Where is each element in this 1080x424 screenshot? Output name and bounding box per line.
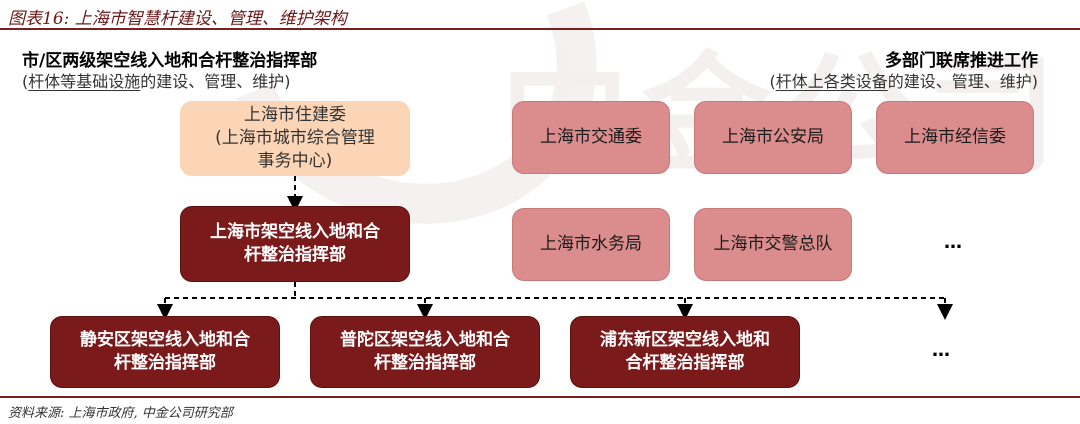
figure-title: 图表16: 上海市智慧杆建设、管理、维护架构 — [8, 9, 347, 29]
node-water-affairs: 上海市水务局 — [512, 208, 670, 281]
node-public-security: 上海市公安局 — [694, 101, 852, 174]
left-header-title: 市/区两级架空线入地和合杆整治指挥部 — [22, 51, 318, 71]
node-economy-it: 上海市经信委 — [876, 101, 1034, 174]
node-pudong-hq: 浦东新区架空线入地和 合杆整治指挥部 — [570, 316, 800, 388]
node-more-departments: … — [944, 232, 962, 253]
right-header-subtitle: (杆体上各类设备的建设、管理、维护) — [769, 72, 1038, 91]
node-traffic-police: 上海市交警总队 — [694, 208, 852, 281]
top-rule — [0, 28, 1080, 30]
right-header-title: 多部门联席推进工作 — [885, 51, 1038, 71]
bottom-rule — [0, 396, 1080, 398]
right-header-underlined: 杆体上各类设备 — [775, 72, 888, 91]
figure-source: 资料来源: 上海市政府, 中金公司研究部 — [8, 406, 233, 421]
node-more-districts: … — [932, 340, 950, 361]
node-transport-committee: 上海市交通委 — [512, 101, 670, 174]
node-jingan-hq: 静安区架空线入地和合 杆整治指挥部 — [50, 316, 280, 388]
left-header-underlined: 杆体等基础设施 — [28, 72, 141, 91]
node-city-hq: 上海市架空线入地和合 杆整治指挥部 — [180, 206, 410, 282]
node-housing-committee: 上海市住建委 (上海市城市综合管理 事务中心) — [180, 101, 410, 176]
node-putuo-hq: 普陀区架空线入地和合 杆整治指挥部 — [310, 316, 540, 388]
left-header-subtitle: (杆体等基础设施的建设、管理、维护) — [22, 72, 291, 91]
